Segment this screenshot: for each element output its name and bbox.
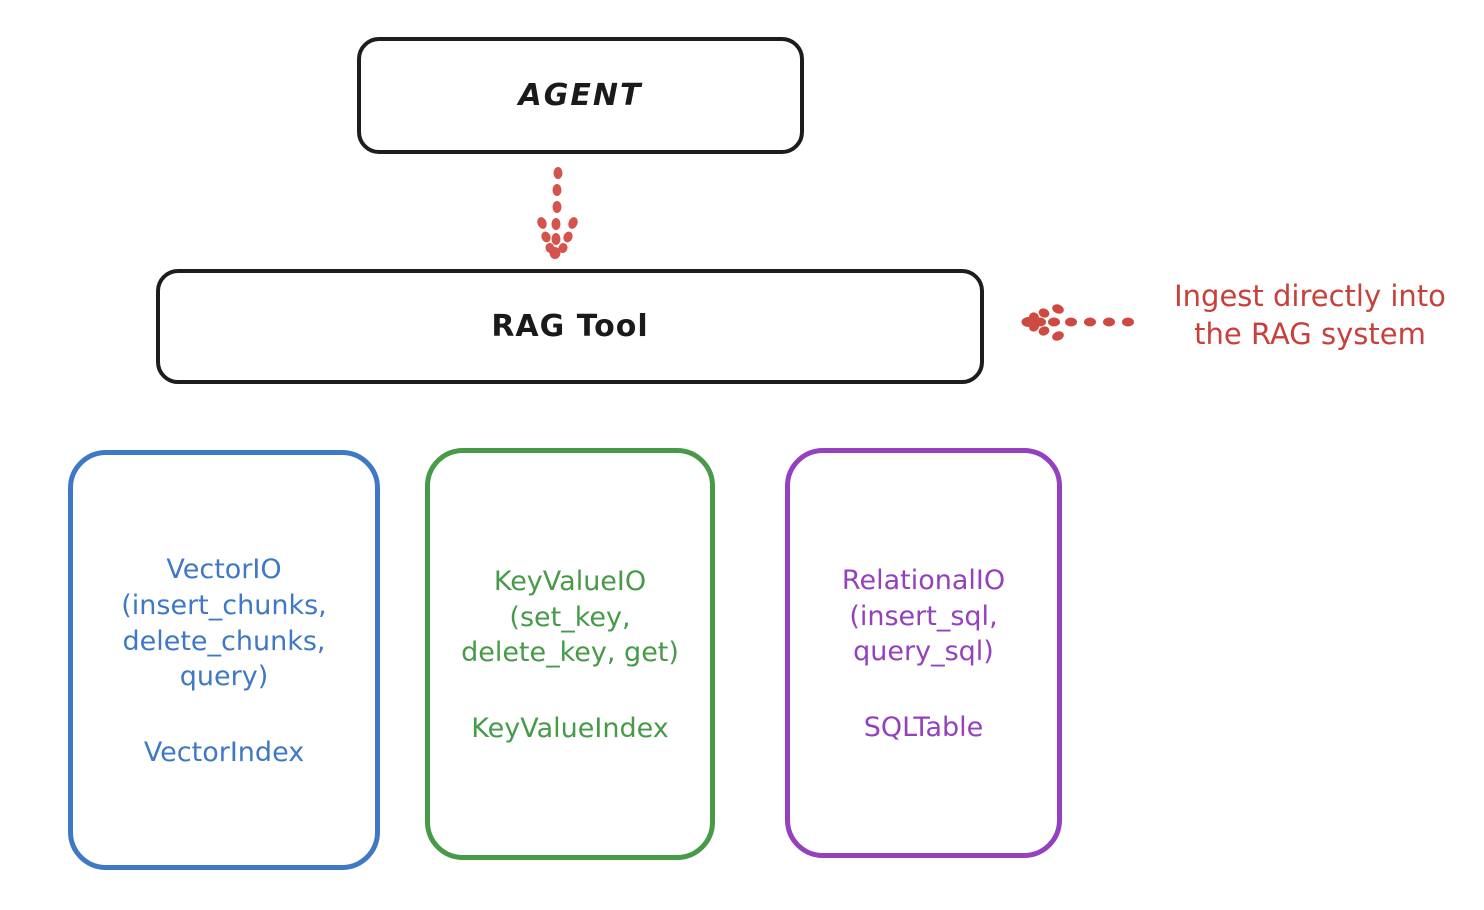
node-relational-io-api-label: RelationalIO (insert_sql, query_sql) — [841, 565, 1006, 668]
node-agent-label: AGENT — [518, 78, 643, 113]
connector-ingest-note-to-rag-tool-icon — [1021, 304, 1134, 341]
node-agent[interactable]: AGENT — [357, 37, 804, 154]
node-vector-io-index-label: VectorIndex — [143, 736, 305, 768]
node-vector-io[interactable]: VectorIO (insert_chunks, delete_chunks, … — [68, 450, 380, 870]
node-rag-tool[interactable]: RAG Tool — [156, 269, 984, 384]
node-vector-io-api-label: VectorIO (insert_chunks, delete_chunks, … — [121, 554, 327, 693]
connector-agent-to-rag-tool-icon — [537, 167, 578, 259]
node-key-value-io-api-label: KeyValueIO (set_key, delete_key, get) — [461, 566, 679, 669]
node-relational-io-index-label: SQLTable — [863, 711, 984, 743]
node-rag-tool-label: RAG Tool — [491, 309, 649, 344]
node-relational-io[interactable]: RelationalIO (insert_sql, query_sql) SQL… — [785, 448, 1062, 858]
annotation-ingest-note: Ingest directly into the RAG system — [1174, 279, 1446, 351]
node-key-value-io-index-label: KeyValueIndex — [471, 712, 669, 744]
node-key-value-io[interactable]: KeyValueIO (set_key, delete_key, get) Ke… — [425, 448, 715, 860]
